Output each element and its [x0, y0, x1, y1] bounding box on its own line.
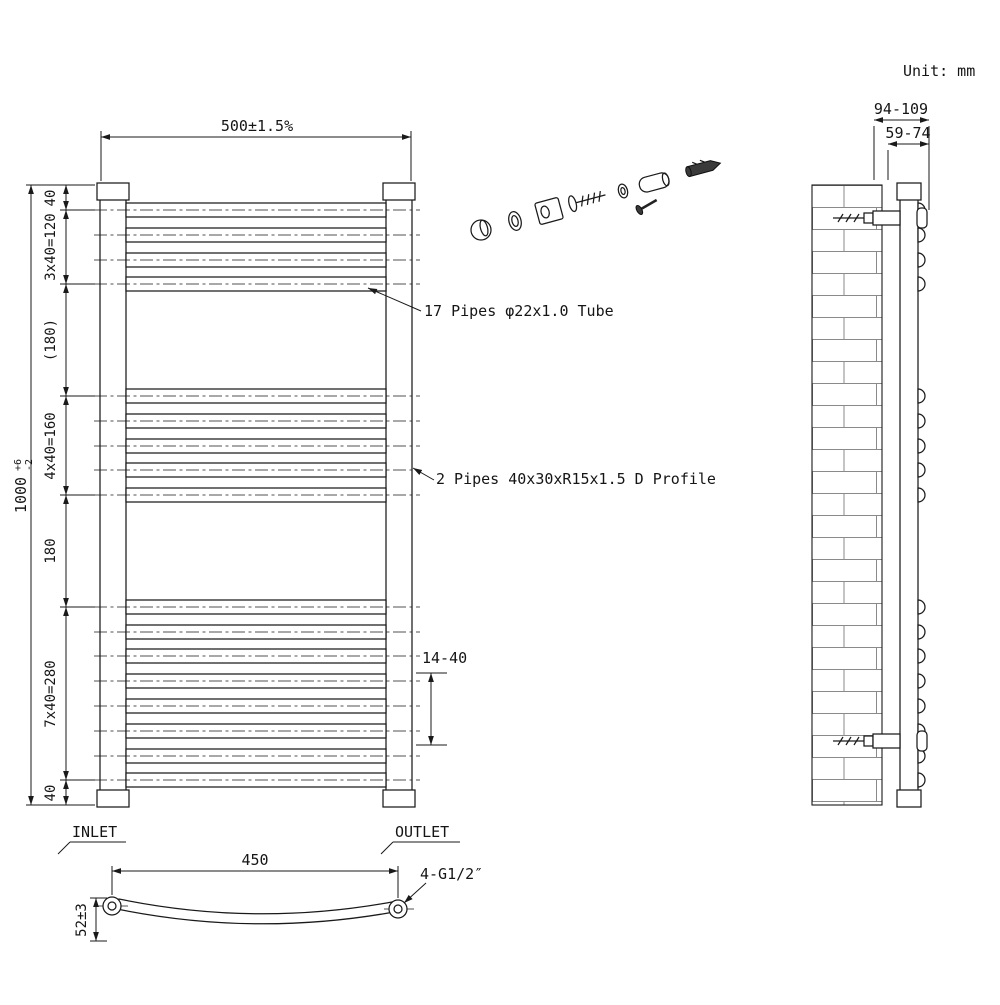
- cap-part: [470, 219, 492, 241]
- screw-part: [568, 190, 606, 213]
- thread-annotation-text: 4-G1/2″: [420, 865, 483, 883]
- segment-dim-6: 40: [43, 785, 59, 802]
- thread-annotation: 4-G1/2″: [403, 865, 483, 904]
- curve-depth-text: 52±3: [74, 903, 90, 937]
- inlet-text: INLET: [72, 823, 117, 841]
- extension-lines-left: [26, 184, 95, 806]
- side-rail: [896, 182, 922, 808]
- height-dimension-text: 1000 +6 -2: [12, 459, 35, 513]
- bracket-range-text: 14-40: [422, 649, 467, 667]
- height-tol-upper: +6: [13, 459, 24, 471]
- segment-dim-2: (180): [43, 319, 59, 361]
- centres-dimension: 450: [111, 851, 399, 898]
- segment-dim-1: 3x40=120: [43, 213, 59, 280]
- depth-total-text: 94-109: [874, 100, 928, 118]
- mounting-hardware-exploded: [470, 159, 722, 241]
- left-post: [98, 896, 128, 916]
- tube-annotation: 17 Pipes φ22x1.0 Tube: [367, 287, 614, 320]
- outlet-text: OUTLET: [395, 823, 449, 841]
- depth-wall-text: 59-74: [885, 124, 930, 142]
- inlet-label: INLET: [57, 823, 126, 855]
- segment-dim-4: 180: [43, 538, 59, 563]
- height-value: 1000: [12, 477, 30, 513]
- ring-part: [617, 183, 629, 199]
- profile-annotation: 2 Pipes 40x30xR15x1.5 D Profile: [412, 467, 716, 488]
- wall-section: [811, 184, 883, 806]
- segment-dim-3: 4x40=160: [43, 412, 59, 479]
- segment-dim-0: 40: [43, 190, 59, 207]
- wall-plug-part: [685, 159, 722, 178]
- curve-depth-dimension: 52±3: [74, 897, 107, 942]
- washer-part: [508, 211, 522, 231]
- right-post: [384, 899, 414, 919]
- profile-annotation-text: 2 Pipes 40x30xR15x1.5 D Profile: [436, 470, 716, 488]
- depth-dimension-total: 94-109: [873, 100, 930, 210]
- tube-annotation-text: 17 Pipes φ22x1.0 Tube: [424, 302, 614, 320]
- pipes: [93, 202, 421, 788]
- sleeve-part: [638, 172, 670, 193]
- bracket-body-part: [534, 197, 564, 225]
- centres-dimension-text: 450: [241, 851, 268, 869]
- height-dimension: 1000 +6 -2: [12, 185, 35, 805]
- side-view: 94-109 59-74: [811, 100, 931, 808]
- height-tol-lower: -2: [24, 459, 35, 471]
- curved-rail: [116, 898, 395, 925]
- bracket-range-dimension: 14-40: [416, 649, 467, 746]
- width-dimension: 500±1.5%: [100, 117, 412, 181]
- plan-view: 450 52±3 4-G1/2″: [74, 851, 483, 942]
- segment-dimension-chain: 40 3x40=120 (180) 4x40=160 180 7x40=280 …: [43, 185, 69, 805]
- side-pipe-ends: [917, 202, 926, 788]
- front-view: 500±1.5% 40 3x40=120 (180) 4x40=160: [12, 117, 716, 855]
- outlet-label: OUTLET: [380, 823, 460, 855]
- segment-dim-5: 7x40=280: [43, 660, 59, 727]
- small-screw-part: [635, 198, 658, 216]
- depth-dimension-wall: 59-74: [885, 124, 931, 180]
- unit-note: Unit: mm: [903, 62, 975, 80]
- width-dimension-text: 500±1.5%: [221, 117, 293, 135]
